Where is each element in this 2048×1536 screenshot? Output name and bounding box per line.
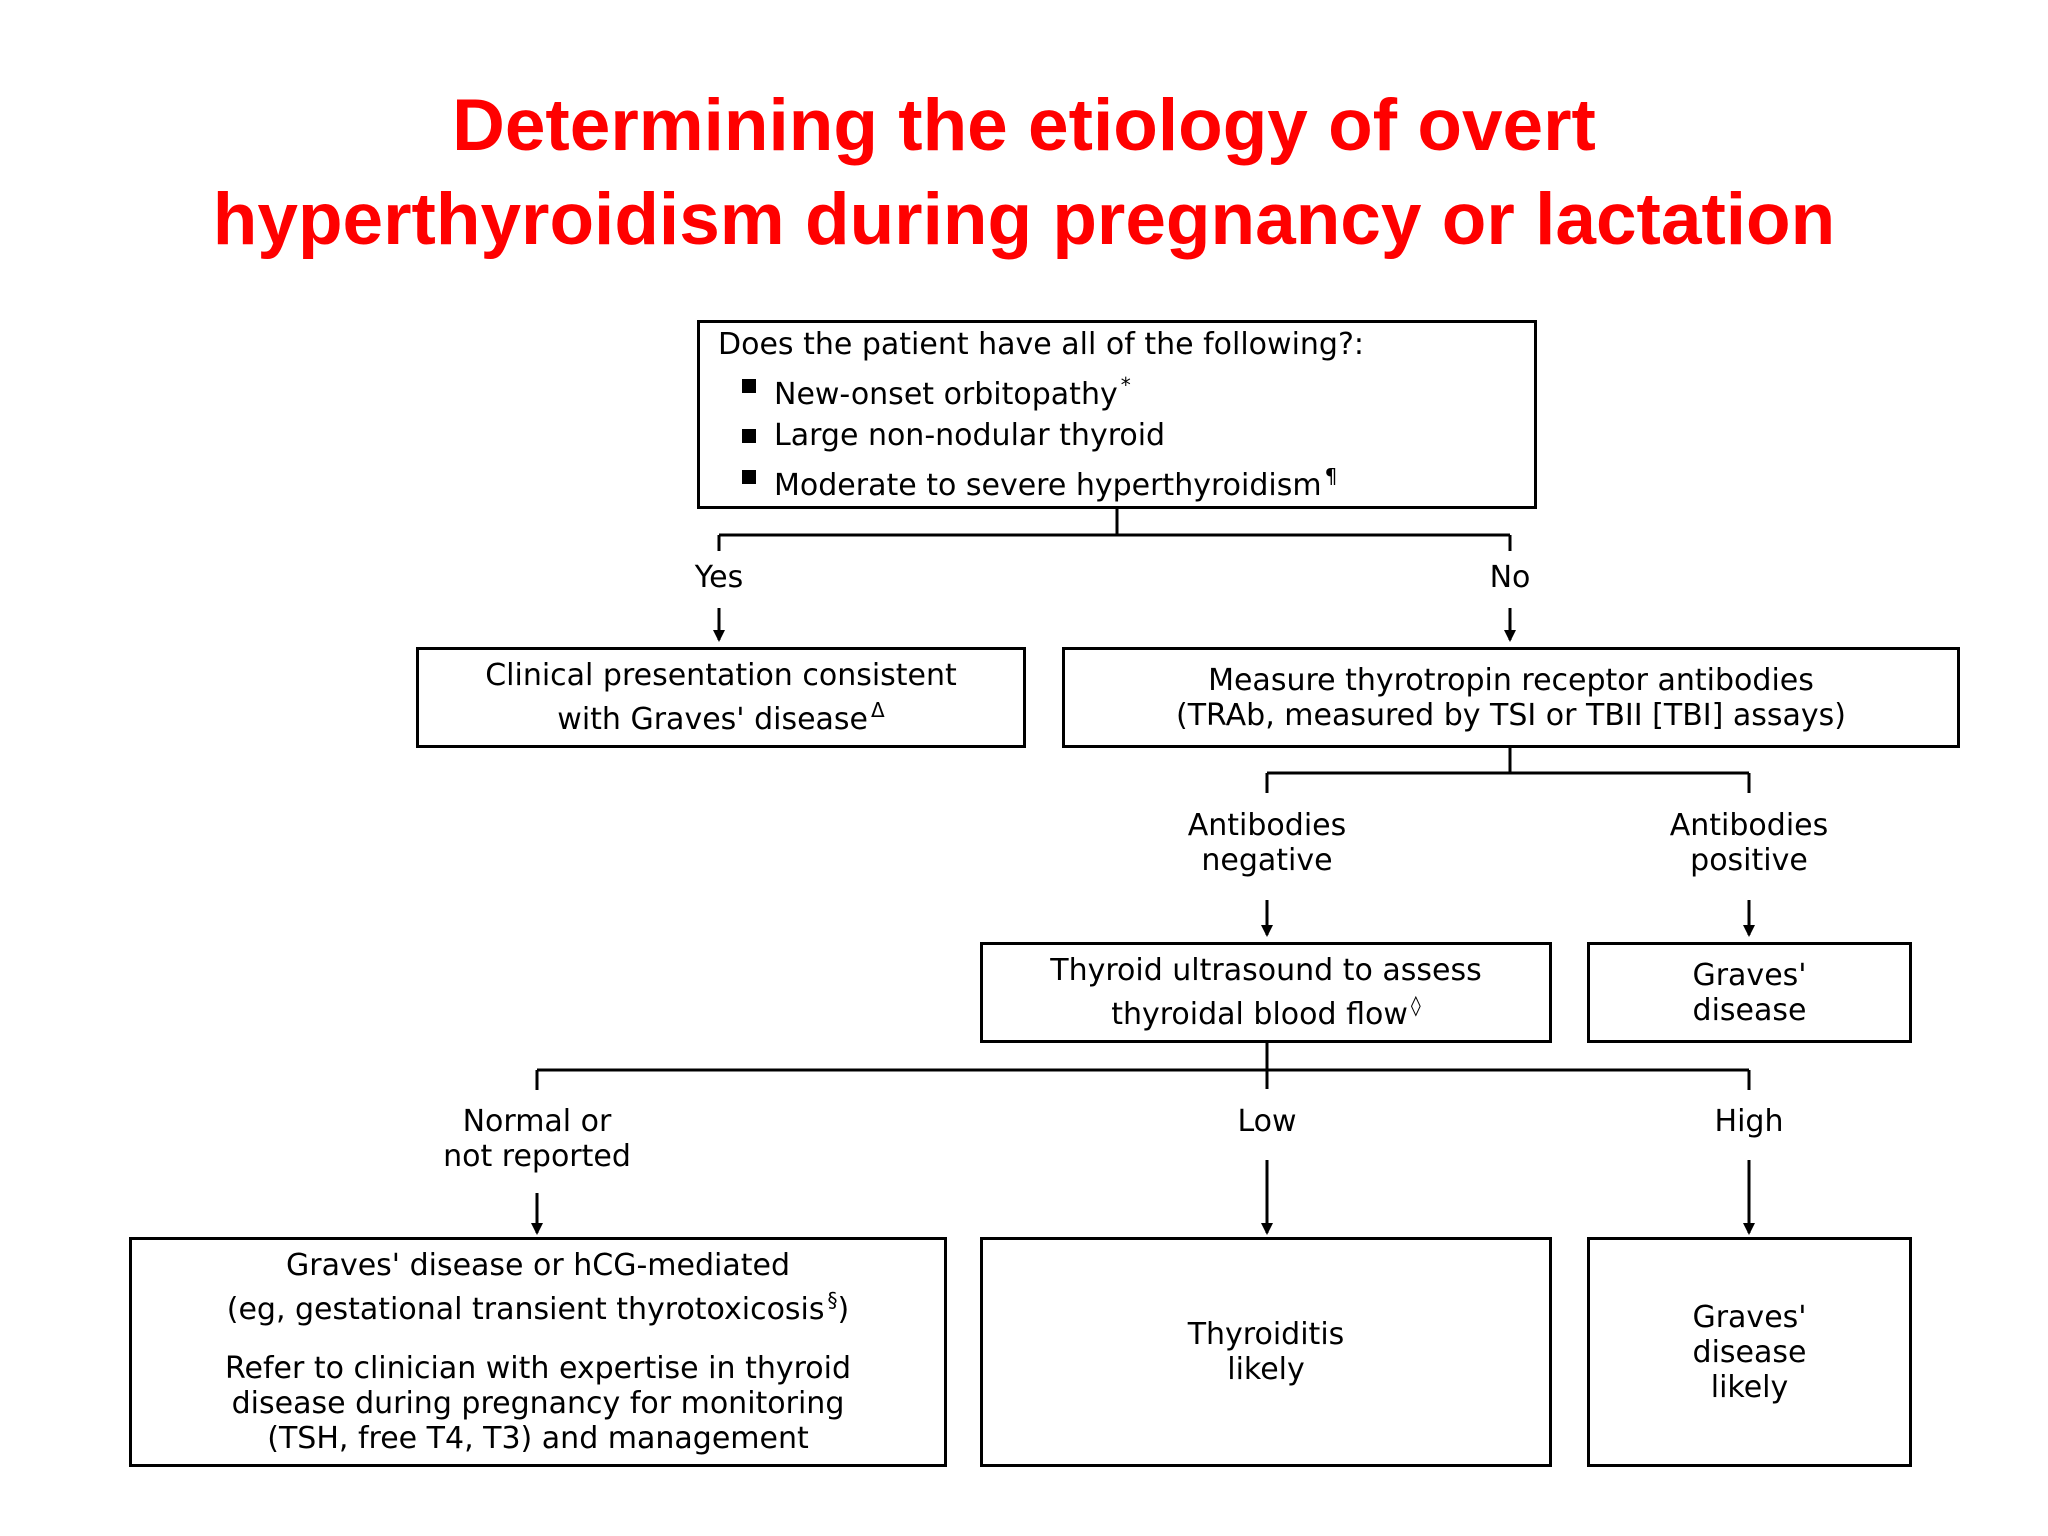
footnote-section: § — [827, 1288, 838, 1312]
graves-clinical-box: Clinical presentation consistent with Gr… — [416, 647, 1026, 748]
flow-normal-label: Normal or not reported — [443, 1104, 631, 1174]
footnote-asterisk: * — [1120, 372, 1131, 397]
footnote-lozenge: ◊ — [1410, 993, 1421, 1017]
outcome-low-box: Thyroiditis likely — [980, 1237, 1552, 1467]
graves-positive-box: Graves' disease — [1587, 942, 1912, 1043]
branch-no-label: No — [1489, 560, 1531, 595]
footnote-pilcrow: ¶ — [1324, 463, 1338, 488]
criteria-list: New-onset orbitopathy* Large non-nodular… — [718, 365, 1337, 506]
outcome-normal-box: Graves' disease or hCG-mediated (eg, ges… — [129, 1237, 947, 1467]
question-box: Does the patient have all of the followi… — [697, 320, 1537, 509]
footnote-delta: Δ — [871, 698, 885, 722]
trab-measure-box: Measure thyrotropin receptor antibodies … — [1062, 647, 1960, 748]
antibodies-negative-label: Antibodies negative — [1187, 808, 1347, 878]
diagram-title-line-1: Determining the etiology of overt — [452, 85, 1596, 166]
outcome-high-box: Graves' disease likely — [1587, 1237, 1912, 1467]
flow-high-label: High — [1714, 1104, 1784, 1139]
ultrasound-box: Thyroid ultrasound to assess thyroidal b… — [980, 942, 1552, 1043]
criterion-orbitopathy: New-onset orbitopathy* — [718, 365, 1337, 415]
antibodies-positive-label: Antibodies positive — [1669, 808, 1829, 878]
branch-yes-label: Yes — [694, 560, 744, 595]
diagram-title-line-2: hyperthyroidism during pregnancy or lact… — [212, 179, 1836, 260]
question-heading: Does the patient have all of the followi… — [718, 326, 1364, 362]
flow-low-label: Low — [1237, 1104, 1297, 1139]
criterion-large-thyroid: Large non-nodular thyroid — [718, 415, 1337, 456]
criterion-severity: Moderate to severe hyperthyroidism¶ — [718, 456, 1337, 506]
